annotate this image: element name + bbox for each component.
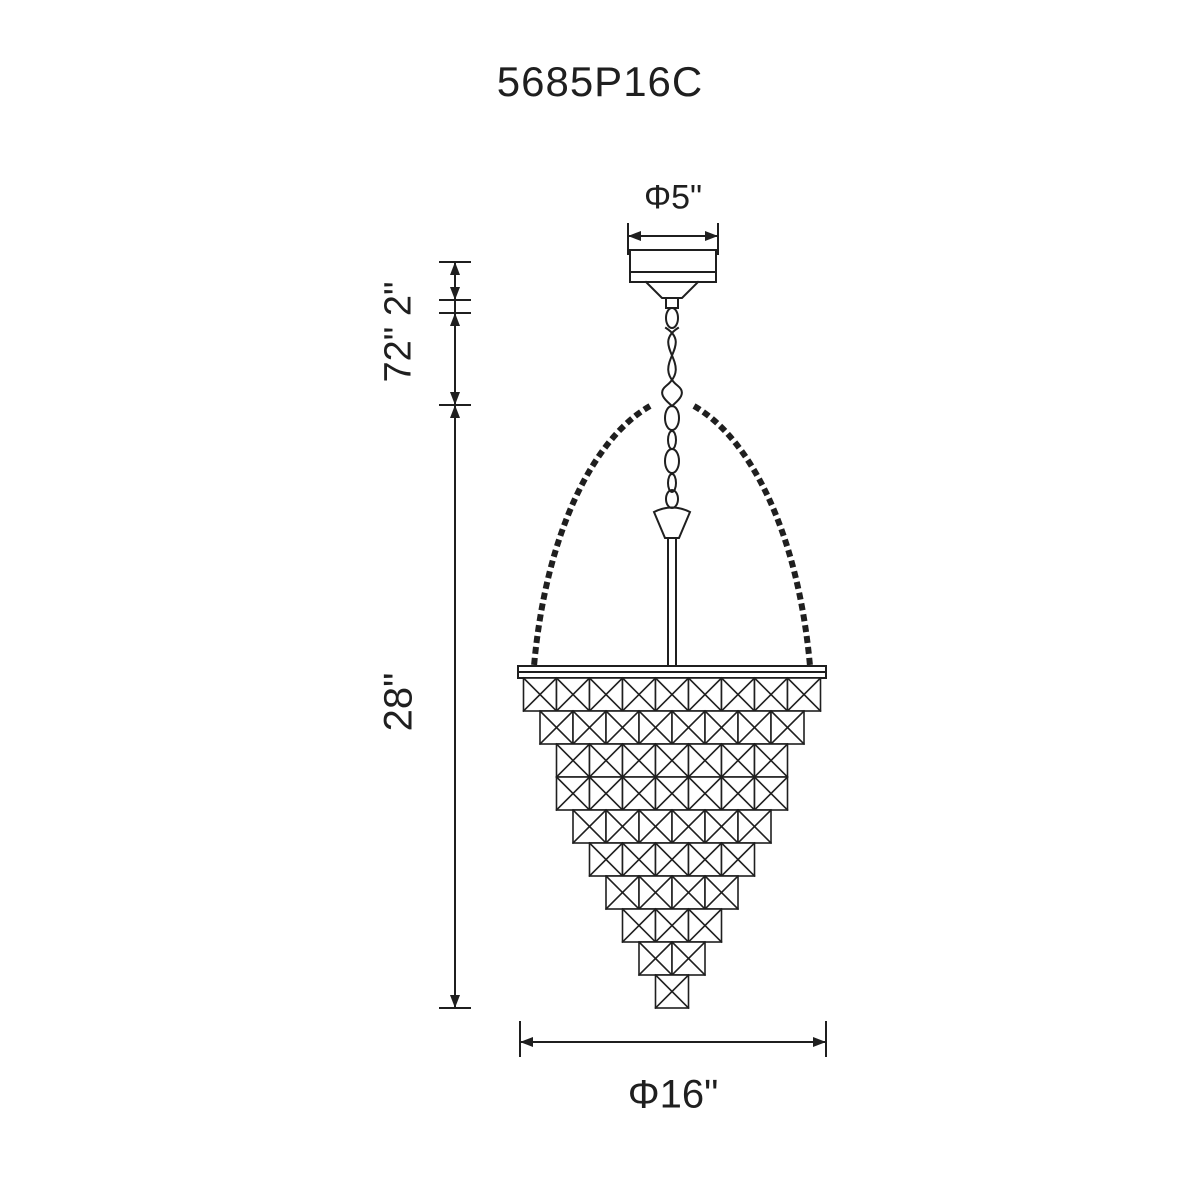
chain — [661, 307, 683, 509]
right-arm — [692, 403, 813, 667]
dim-canopy-diameter-lines — [627, 223, 719, 255]
dim-label-canopy-diameter: Φ5" — [643, 178, 703, 217]
dim-height-lines — [439, 261, 471, 1009]
canopy — [629, 249, 717, 309]
dim-label-body-diameter: Φ16" — [627, 1072, 719, 1117]
product-code-title: 5685P16C — [496, 58, 704, 105]
beaded-arms — [531, 403, 813, 667]
wire-twist — [661, 326, 680, 408]
center-stem — [652, 506, 692, 667]
top-plate — [517, 665, 827, 679]
dim-body-diameter-lines — [519, 1021, 827, 1057]
left-arm — [531, 403, 652, 667]
crystal-tiers — [522, 676, 822, 1010]
wire-twist — [664, 326, 683, 408]
